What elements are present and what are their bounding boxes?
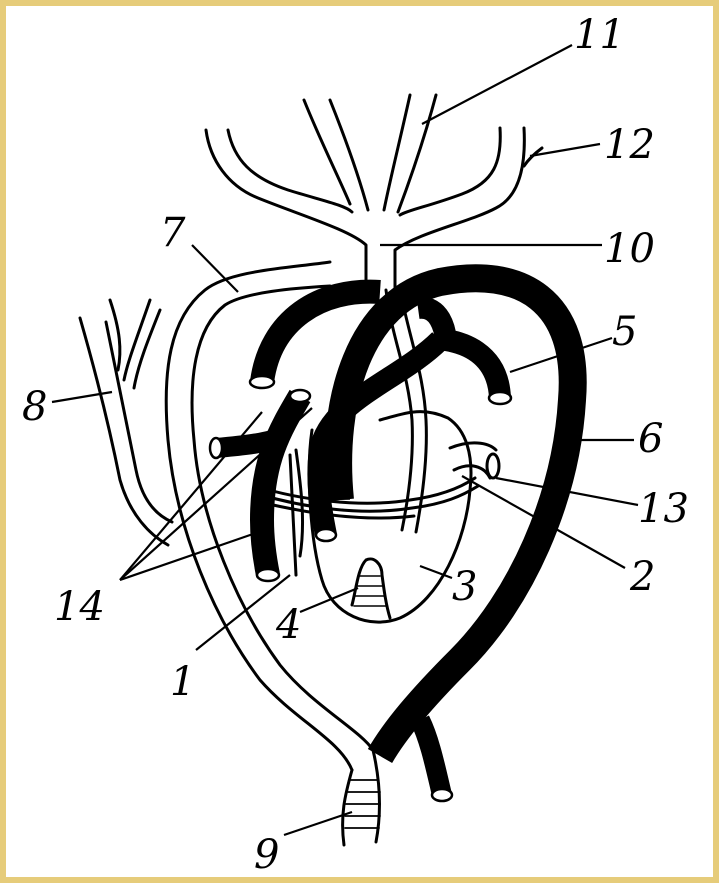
vessel-stump-13-end	[487, 454, 499, 478]
label-12: 12	[604, 122, 655, 168]
label-14: 14	[54, 584, 105, 630]
label-10: 10	[604, 226, 655, 272]
label-2: 2	[629, 554, 655, 600]
label-4: 4	[275, 602, 301, 648]
dark-bottom-branch	[420, 720, 442, 795]
label-5: 5	[612, 309, 637, 355]
labels: 1 2 3 4 5 6 7 8 9 10 11 12 13 14	[22, 12, 689, 878]
label-13: 13	[638, 486, 689, 532]
label-9: 9	[254, 832, 279, 878]
left-outer-vessel	[80, 300, 172, 545]
label-8: 8	[22, 384, 47, 430]
label-1: 1	[170, 659, 195, 705]
label-7: 7	[160, 210, 186, 256]
dark-vessels	[216, 278, 573, 795]
label-3: 3	[452, 564, 477, 610]
dark-branch-14-side	[216, 440, 272, 448]
label-6: 6	[638, 416, 663, 462]
label-11: 11	[574, 12, 625, 58]
